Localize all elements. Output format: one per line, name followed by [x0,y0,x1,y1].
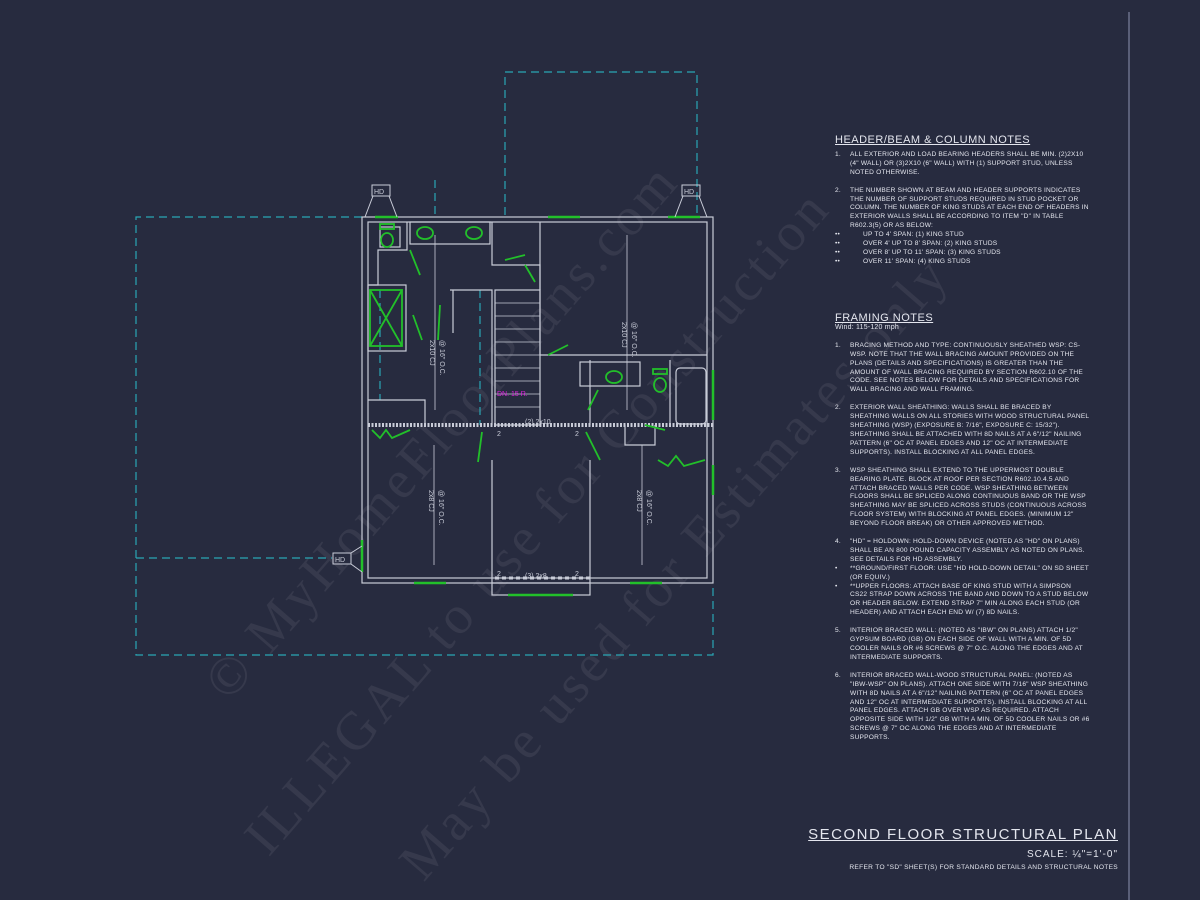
note-bullet: ••UP TO 4' SPAN: (1) KING STUD [835,231,964,239]
framing-notes: FRAMING NOTES Wind: 115-120 mph 1.BRACIN… [835,312,1090,752]
header-label: (2) 2x10 [525,419,551,426]
wind-speed: Wind: 115-120 mph [835,323,899,331]
drawing-scale: SCALE: ¼"=1'-0" [1027,849,1118,860]
drawing-title: SECOND FLOOR STRUCTURAL PLAN [808,826,1118,843]
notes-heading: FRAMING NOTES [835,312,934,324]
joist-spacing: @ 16" O.C. [630,322,637,358]
hd-label: HD [374,189,384,196]
joist-label: 2x10 CJ [428,340,435,366]
windows [360,215,715,597]
walls [361,216,714,596]
note-item: 4."HD" = HOLDOWN: HOLD-DOWN DEVICE (NOTE… [835,538,1085,563]
header-label: (3) 2x8 [525,573,547,580]
note-item: 3.WSP SHEATHING SHALL EXTEND TO THE UPPE… [835,466,1087,528]
hd-label: HD [684,189,694,196]
note-item: 6.INTERIOR BRACED WALL-WOOD STRUCTURAL P… [835,671,1090,742]
joist-label: 2x8 CJ [635,490,642,512]
holdown-markers [332,184,708,573]
note-item: 1.ALL EXTERIOR AND LOAD BEARING HEADERS … [835,150,1084,176]
stair-label: DN. 15 R. [497,391,528,398]
sheet-border-line [1128,12,1130,900]
stud-count: 2 [575,571,579,578]
stud-count: 2 [575,431,579,438]
joist-spacing: @ 16" O.C. [645,490,652,526]
notes-heading: HEADER/BEAM & COLUMN NOTES [835,134,1031,146]
reference-note: REFER TO "SD" SHEET(S) FOR STANDARD DETA… [849,864,1118,871]
joist-spacing: @ 16" O.C. [437,490,444,526]
hd-label: HD [335,557,345,564]
doors-fixtures [369,223,706,468]
header-beam-column-notes: HEADER/BEAM & COLUMN NOTES 1.ALL EXTERIO… [835,134,1090,267]
note-item: 1.BRACING METHOD AND TYPE: CONTINUOUSLY … [835,341,1083,394]
note-bullet: ••OVER 11' SPAN: (4) KING STUDS [835,257,971,265]
joist-spacing: @ 16" O.C. [438,340,445,376]
note-item: •**GROUND/FIRST FLOOR: USE "HD HOLD-DOWN… [835,564,1089,581]
note-item: •**UPPER FLOORS: ATTACH BASE OF KING STU… [835,582,1089,617]
note-item: 2.EXTERIOR WALL SHEATHING: WALLS SHALL B… [835,404,1090,456]
note-bullet: ••OVER 8' UP TO 11' SPAN: (3) KING STUDS [835,248,1001,256]
stud-count: 2 [497,571,501,578]
note-item: 2.THE NUMBER SHOWN AT BEAM AND HEADER SU… [835,186,1089,230]
joist-label: 2x8 CJ [427,490,434,512]
dashed-roof-outline [135,71,714,656]
note-item: 5.INTERIOR BRACED WALL: (NOTED AS "IBW" … [835,627,1083,661]
joist-label: 2x10 CJ [620,322,627,348]
note-bullet: ••OVER 4' UP TO 8' SPAN: (2) KING STUDS [835,240,998,248]
stair-treads [495,302,540,408]
joist-span-arrows [433,235,643,565]
stud-count: 2 [497,431,501,438]
